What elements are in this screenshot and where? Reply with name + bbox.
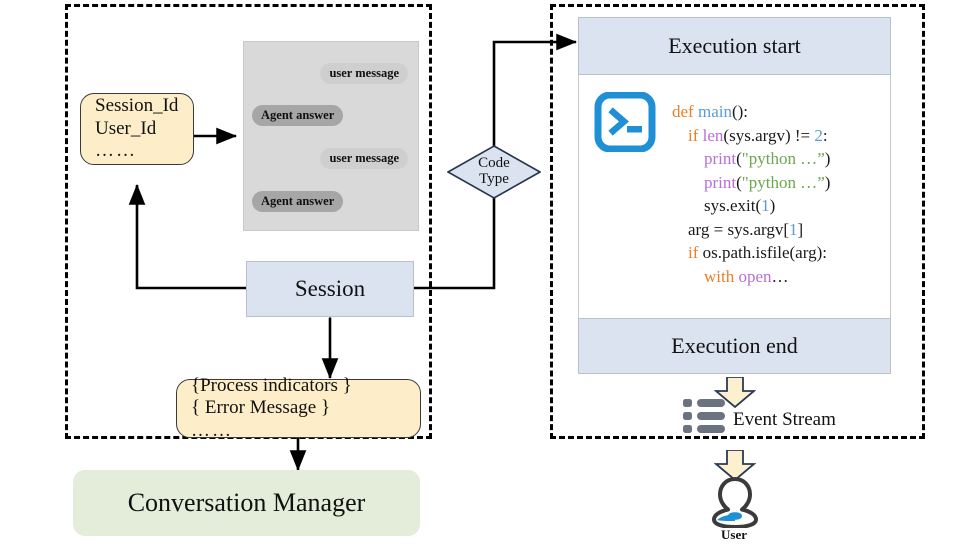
code-panel	[578, 75, 891, 318]
conversation-manager-label: Conversation Manager	[127, 488, 366, 517]
code-line: arg = sys.argv[1]	[672, 218, 830, 242]
code-token: )	[769, 196, 776, 215]
code-token: ]	[797, 219, 804, 239]
chat-transcript-panel: user message Agent answer user message A…	[243, 41, 419, 231]
code-token: 2	[814, 125, 823, 145]
code-token: sys.exit(	[704, 196, 762, 215]
chat-bubble-agent-2: Agent answer	[252, 191, 344, 212]
error-message-text: { Error Message }	[191, 397, 331, 419]
list-icon	[683, 397, 731, 442]
terminal-icon	[594, 91, 656, 157]
user-id-text: User_Id	[95, 117, 157, 139]
code-token: (sys.argv) !=	[723, 125, 815, 145]
code-line: print("python …”)	[672, 171, 830, 195]
code-token: "python …”	[741, 172, 825, 192]
code-token: arg = sys.argv[	[688, 219, 790, 239]
session-box-label: Session	[294, 276, 366, 301]
code-token: :	[822, 125, 828, 145]
execution-end-label: Execution end	[671, 333, 798, 358]
code-token: if	[688, 243, 703, 262]
arrow-to-event-stream	[713, 376, 757, 409]
code-token: if	[688, 125, 703, 145]
code-token: "python …”	[741, 149, 825, 168]
code-token: with	[704, 266, 739, 286]
chat-bubble-user-2: user message	[320, 148, 408, 169]
code-token: print	[704, 172, 737, 192]
process-indicators-box: {Process indicators } { Error Message } …	[176, 375, 421, 441]
conversation-manager-box: Conversation Manager	[73, 470, 420, 536]
code-line: def main():	[672, 100, 830, 124]
code-token: (	[736, 172, 742, 192]
code-token: 1	[761, 196, 770, 215]
code-token: …	[771, 266, 789, 286]
session-id-text: Session_Id	[95, 95, 179, 117]
code-line: if os.path.isfile(arg):	[672, 241, 830, 265]
code-type-decision: Code Type	[447, 145, 541, 199]
diamond-shape	[447, 145, 541, 199]
code-token: os.path.isfile(arg):	[702, 243, 827, 262]
code-token: def	[672, 102, 698, 121]
code-block: def main():if len(sys.argv) != 2:print("…	[672, 100, 830, 288]
event-stream-label: Event Stream	[733, 409, 836, 430]
arrow-to-user	[713, 449, 757, 482]
execution-start-label: Execution start	[668, 33, 801, 58]
user-avatar-icon	[707, 476, 763, 533]
execution-end-header: Execution end	[578, 318, 891, 374]
chat-bubble-user-1: user message	[320, 63, 408, 84]
code-line: print("python …”)	[672, 147, 830, 171]
user-label: User	[721, 527, 747, 542]
right-dashed-container	[550, 4, 925, 439]
code-token: len	[702, 125, 724, 145]
session-box: Session	[246, 261, 414, 317]
code-token: open	[738, 266, 772, 286]
code-token: main	[697, 102, 732, 121]
code-line: if len(sys.argv) != 2:	[672, 124, 830, 148]
execution-start-header: Execution start	[578, 17, 891, 75]
code-token: 1	[789, 219, 798, 239]
session-meta-box: Session_Id User_Id ……	[80, 93, 194, 165]
chat-bubble-agent-1: Agent answer	[252, 105, 344, 126]
code-token: )	[824, 172, 831, 192]
code-token: )	[824, 149, 831, 168]
process-indicators-text: {Process indicators }	[191, 374, 352, 396]
code-token: ():	[731, 102, 749, 121]
code-token: (	[736, 149, 742, 168]
session-meta-ellipsis: ……	[95, 140, 137, 162]
code-line: sys.exit(1)	[672, 194, 830, 218]
code-token: print	[704, 149, 737, 168]
indicators-ellipsis: ……	[191, 419, 233, 441]
code-line: with open…	[672, 265, 830, 289]
